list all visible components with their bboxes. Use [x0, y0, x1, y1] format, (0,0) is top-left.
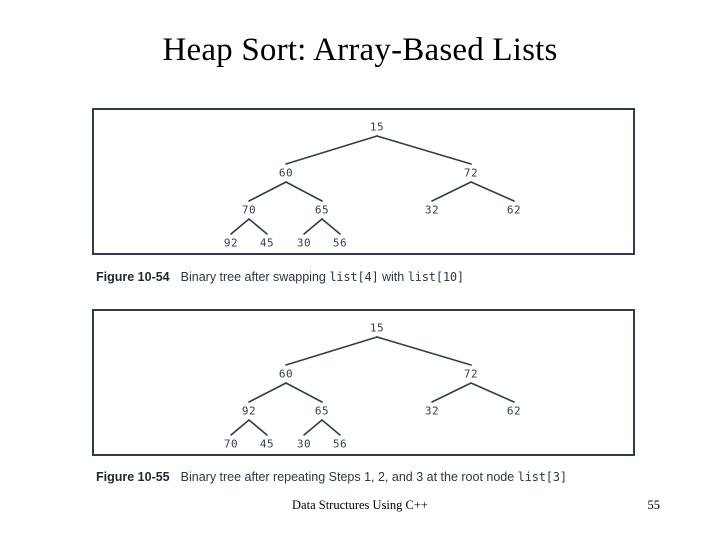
tree-edge [470, 382, 515, 403]
figure-caption-code1: list[3] [517, 470, 567, 484]
tree-node: 70 [223, 437, 239, 451]
tree-edge [248, 181, 287, 202]
figure-caption-text-part2: with [378, 270, 408, 284]
binary-tree-diagram [230, 336, 515, 436]
tree-node: 62 [506, 404, 522, 418]
tree-edge [321, 419, 341, 436]
tree-edge [376, 135, 472, 165]
tree-edge [248, 382, 287, 403]
figure-caption-text-part1: Binary tree after repeating Steps 1, 2, … [180, 470, 518, 484]
tree-node: 32 [424, 404, 440, 418]
tree-node: 62 [506, 203, 522, 217]
tree-edge [431, 382, 472, 403]
binary-tree-diagram [230, 135, 515, 235]
figure-caption-code2: list[10] [407, 270, 464, 284]
tree-edge [285, 135, 378, 165]
figure-caption-text-part1: Binary tree after swapping [180, 270, 330, 284]
figure-caption-code1: list[4] [329, 270, 379, 284]
tree-node: 92 [223, 236, 239, 250]
tree-node: 56 [332, 236, 348, 250]
tree-node: 72 [463, 166, 479, 180]
tree-edge [303, 218, 323, 235]
figure-caption-label: Figure 10-54 [96, 270, 170, 284]
footer-book-title: Data Structures Using C++ [292, 498, 428, 512]
tree-node: 60 [278, 166, 294, 180]
tree-edge [248, 218, 268, 235]
tree-node: 92 [241, 404, 257, 418]
figure-frame: 15 60 72 70 65 32 62 92 45 30 56 [92, 108, 635, 255]
tree-node: 30 [296, 437, 312, 451]
tree-node: 32 [424, 203, 440, 217]
tree-node: 60 [278, 367, 294, 381]
page-title: Heap Sort: Array-Based Lists [162, 32, 558, 68]
tree-node: 65 [314, 203, 330, 217]
tree-node: 56 [332, 437, 348, 451]
figure-frame: 15 60 72 92 65 32 62 70 45 30 56 [92, 309, 635, 456]
tree-node: 65 [314, 404, 330, 418]
figure-caption: Figure 10-54 Binary tree after swapping l… [96, 270, 696, 284]
figure-10-55: 15 60 72 92 65 32 62 70 45 30 56 [92, 309, 635, 456]
tree-node: 45 [259, 437, 275, 451]
tree-edge [303, 419, 323, 436]
tree-node: 72 [463, 367, 479, 381]
figure-caption-label: Figure 10-55 [96, 470, 170, 484]
figure-caption: Figure 10-55 Binary tree after repeating … [96, 470, 696, 484]
tree-edge [248, 419, 268, 436]
tree-node: 15 [369, 321, 385, 335]
tree-edge [470, 181, 515, 202]
tree-edge [376, 336, 472, 366]
tree-node: 45 [259, 236, 275, 250]
tree-edge [285, 382, 323, 403]
tree-edge [321, 218, 341, 235]
tree-edge [285, 336, 378, 366]
tree-node: 15 [369, 120, 385, 134]
tree-edge [285, 181, 323, 202]
tree-node: 30 [296, 236, 312, 250]
footer-page-number: 55 [647, 498, 661, 512]
tree-node: 70 [241, 203, 257, 217]
tree-edge [230, 218, 250, 235]
tree-edge [431, 181, 472, 202]
figure-10-54: 15 60 72 70 65 32 62 92 45 30 56 [92, 108, 635, 255]
tree-edge [230, 419, 250, 436]
